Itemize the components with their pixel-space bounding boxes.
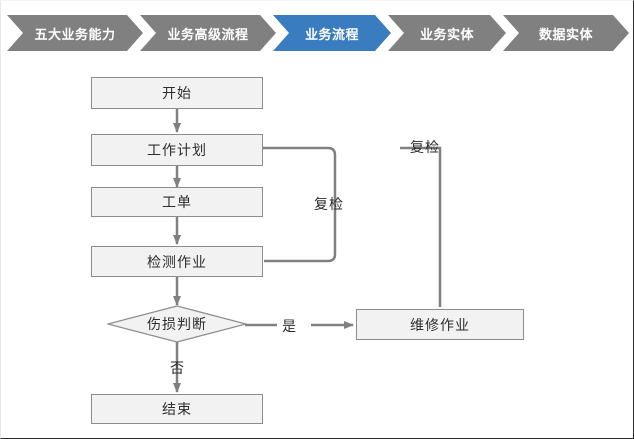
breadcrumb-step-5-label: 数据实体	[538, 26, 593, 42]
node-end[interactable]: 结束	[91, 394, 263, 424]
node-end-label: 结束	[162, 401, 192, 417]
diamond-shape	[107, 305, 247, 343]
node-inspection[interactable]: 检测作业	[91, 246, 263, 277]
node-start-label: 开始	[162, 85, 192, 101]
breadcrumb-step-3-label: 业务流程	[304, 26, 359, 42]
edge-label-yes: 是	[282, 318, 297, 334]
breadcrumb-step-5[interactable]: 数据实体	[503, 15, 629, 51]
edge-label-recheck-outer: 复检	[410, 139, 440, 155]
node-repair[interactable]: 维修作业	[356, 309, 524, 340]
node-repair-label: 维修作业	[410, 316, 470, 333]
node-work-plan[interactable]: 工作计划	[91, 134, 263, 166]
breadcrumb-step-1[interactable]: 五大业务能力	[7, 15, 143, 51]
breadcrumb: 五大业务能力 业务高级流程 业务流程 业务实体 数据实体	[1, 15, 634, 51]
node-inspection-label: 检测作业	[147, 253, 207, 270]
node-decision[interactable]: 伤损判断	[107, 305, 247, 343]
node-start[interactable]: 开始	[91, 77, 263, 109]
node-work-order-label: 工单	[162, 194, 192, 210]
edge-label-recheck-inner: 复检	[314, 196, 344, 212]
breadcrumb-step-3[interactable]: 业务流程	[273, 15, 391, 51]
breadcrumb-step-2[interactable]: 业务高级流程	[140, 15, 276, 51]
breadcrumb-step-4[interactable]: 业务实体	[388, 15, 506, 51]
breadcrumb-step-1-label: 五大业务能力	[34, 26, 116, 42]
breadcrumb-step-4-label: 业务实体	[419, 26, 474, 42]
edge-label-no: 否	[170, 360, 185, 376]
node-work-order[interactable]: 工单	[91, 187, 263, 217]
node-work-plan-label: 工作计划	[147, 142, 207, 158]
breadcrumb-step-2-label: 业务高级流程	[167, 26, 249, 42]
node-decision-label: 伤损判断	[147, 316, 207, 332]
